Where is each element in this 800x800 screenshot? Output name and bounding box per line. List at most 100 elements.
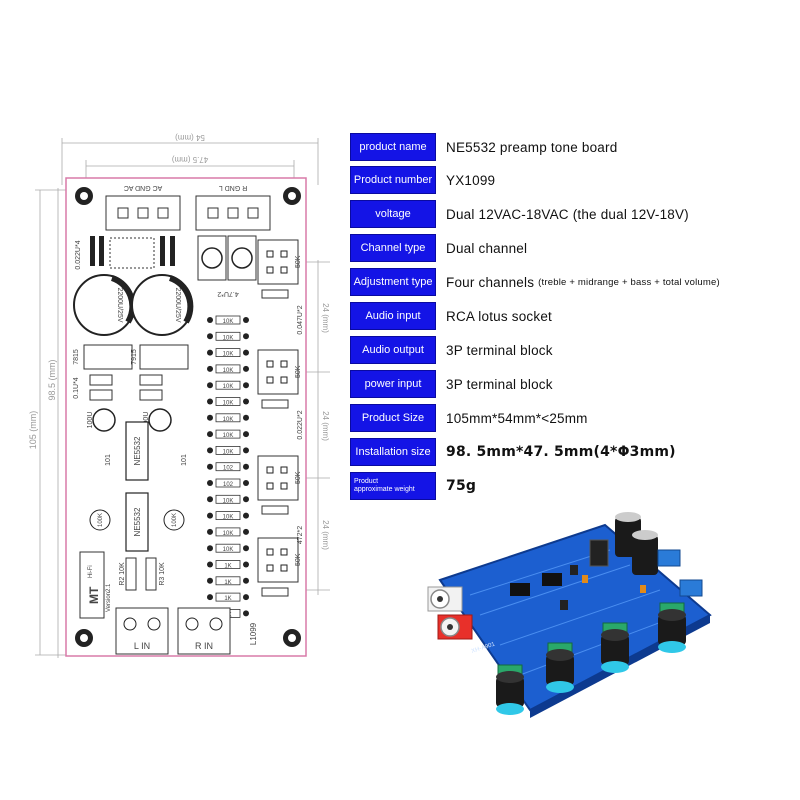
pot-50k: 50K — [257, 349, 302, 409]
big-cap-left — [73, 274, 136, 336]
terminal-l-in — [115, 607, 169, 655]
resistor-label: 10K — [223, 368, 234, 374]
resistor-label: 10K — [223, 433, 234, 439]
small-round-caps — [197, 235, 257, 281]
spec-label-line2: approximate weight — [354, 486, 415, 493]
spec-label: Channel type — [350, 234, 436, 262]
cap-0047-label: 0.047U*2 — [297, 305, 304, 334]
spec-value: 3P terminal block — [446, 376, 553, 392]
cap-100u-left — [92, 408, 116, 432]
spec-row-product-number: Product number YX1099 — [350, 166, 770, 194]
resistor: 1K — [207, 592, 249, 602]
resistor: 10K — [207, 380, 249, 390]
regulator-photo — [589, 539, 609, 567]
resistor-label: 10K — [223, 401, 234, 407]
mounting-holes — [75, 187, 301, 647]
r2-label: R2 10K — [119, 562, 126, 586]
spec-row-weight: Product approximate weight 75g — [350, 472, 770, 500]
resistor-label: 1K — [224, 596, 231, 602]
big-cap-right — [131, 274, 194, 336]
dim-top-outer: 54 (mm) — [175, 133, 205, 142]
spec-label: Audio input — [350, 302, 436, 330]
resistor: 10K — [207, 429, 249, 439]
spec-label: Product approximate weight — [350, 472, 436, 500]
resistor: 102 — [207, 478, 249, 488]
cap-0022-label: 0.022U*2 — [297, 410, 304, 439]
spec-value: 75g — [446, 478, 477, 494]
dim-right-2: 24 (mm) — [321, 411, 330, 441]
resistor-label: 10K — [223, 449, 234, 455]
rca-socket-white — [427, 586, 463, 612]
cap-100u-2-label: 100U — [143, 412, 150, 429]
version-text: Version2.1 — [106, 583, 112, 612]
dim-left-outer: 105 (mm) — [28, 411, 38, 450]
resistor: 10K — [207, 445, 249, 455]
pot-100k-2-label: 100K — [172, 513, 178, 527]
cap-472-label: 472*2 — [297, 526, 304, 544]
resistor-label: 10K — [223, 531, 234, 537]
pcb-dimension-diagram: 54 (mm) 47.5 (mm) 105 (mm) 98.5 (mm) 24 … — [28, 133, 330, 658]
resistor-label: 10K — [223, 319, 234, 325]
logo-box — [79, 551, 105, 619]
resistor: 10K — [207, 527, 249, 537]
cap-101-2-label: 101 — [181, 454, 188, 466]
reg-right-label: 7915 — [131, 349, 138, 365]
logo-sub: Hi-Fi — [88, 565, 94, 578]
pot-50k-label: 50K — [295, 255, 302, 268]
resistor-label: 10K — [223, 547, 234, 553]
spec-value: Dual channel — [446, 240, 528, 256]
spec-row-installation-size: Installation size 98. 5mm*47. 5mm(4*Φ3mm… — [350, 438, 770, 466]
resistor-label: 1K — [224, 564, 231, 570]
spec-label: Installation size — [350, 438, 436, 466]
spec-row-product-size: Product Size 105mm*54mm*<25mm — [350, 404, 770, 432]
pot-50k-label: 50K — [295, 365, 302, 378]
chip-ne5532-1 — [125, 421, 149, 481]
terminal-ac-labels: AC GND AC — [124, 184, 163, 191]
spec-row-power-input: power input 3P terminal block — [350, 370, 770, 398]
dim-left-inner: 98.5 (mm) — [47, 359, 57, 400]
spec-value: 3P terminal block — [446, 342, 553, 358]
pot-50k: 50K — [257, 537, 302, 597]
big-capacitors — [615, 512, 658, 575]
pot-100k-1-label: 100K — [98, 513, 104, 527]
terminal-out-labels: R GND L — [219, 184, 248, 191]
knob-group — [496, 602, 686, 715]
spec-row-adjustment-type: Adjustment type Four channels (treble + … — [350, 268, 770, 296]
spec-label: power input — [350, 370, 436, 398]
spec-row-audio-input: Audio input RCA lotus socket — [350, 302, 770, 330]
spec-value-main: Four channels — [446, 274, 535, 290]
resistor-label: 10K — [223, 498, 234, 504]
pot-50k-label: 50K — [295, 553, 302, 566]
resistor: 10K — [207, 543, 249, 553]
resistor-label: 10K — [223, 417, 234, 423]
resistor: 10K — [207, 494, 249, 504]
resistor: 10K — [207, 397, 249, 407]
cap-100u-1-label: 100U — [87, 412, 94, 429]
resistor-r2 — [125, 557, 137, 591]
rectifier-bridge — [109, 237, 155, 269]
resistor: 10K — [207, 511, 249, 521]
cap-small-label: 0.022U*4 — [75, 240, 82, 269]
resistor-label: 10K — [223, 335, 234, 341]
cap-left-label: 2200U/25V — [116, 287, 123, 322]
chip-photo-2 — [542, 573, 562, 586]
resistor-column: 10K 10K 10K 10K 10K 10K 10K 10K 10K 102 102 10K 10K 1… — [207, 315, 249, 618]
resistor-label: 102 — [223, 466, 234, 472]
caps-01 — [89, 374, 163, 401]
regulator-7915 — [139, 344, 189, 370]
resistor: 10K — [207, 364, 249, 374]
regulator-7815 — [83, 344, 133, 370]
product-photo: XH-A901 — [427, 512, 712, 718]
chip-1-label: NE5532 — [133, 436, 142, 465]
spec-value: NE5532 preamp tone board — [446, 139, 618, 155]
resistor-label: 1K — [224, 580, 231, 586]
spec-label: Audio output — [350, 336, 436, 364]
spec-label: Product Size — [350, 404, 436, 432]
spec-row-audio-output: Audio output 3P terminal block — [350, 336, 770, 364]
terminal-output — [195, 195, 271, 231]
knob — [601, 622, 629, 673]
chip-2-label: NE5532 — [133, 507, 142, 536]
model-label: L1099 — [249, 622, 258, 645]
spec-label: product name — [350, 133, 436, 161]
